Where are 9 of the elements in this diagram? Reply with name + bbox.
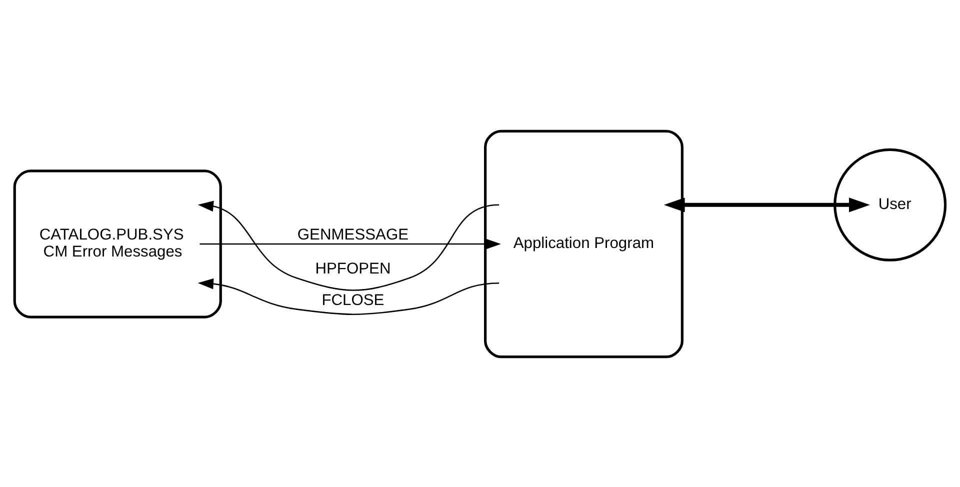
arrow — [200, 238, 501, 249]
edge-label: FCLOSE — [322, 291, 384, 308]
node-box: CATALOG.PUB.SYS CM Error Messages — [13, 169, 222, 318]
arrow — [198, 200, 500, 290]
arrow — [198, 278, 500, 314]
arrow — [664, 197, 870, 212]
edge-label: GENMESSAGE — [297, 226, 409, 244]
node-circle: User — [834, 148, 947, 261]
edge-label: HPFOPEN — [315, 260, 391, 277]
